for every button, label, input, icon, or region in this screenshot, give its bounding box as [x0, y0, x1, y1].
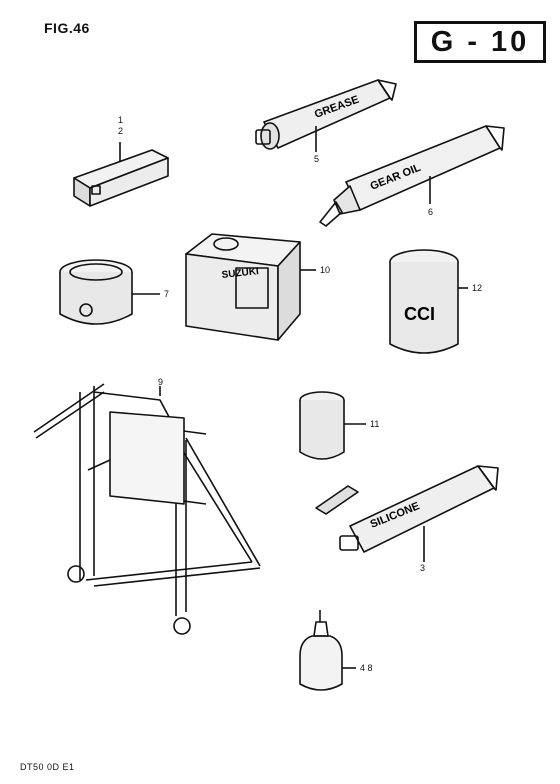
callout-5: 5	[314, 154, 320, 164]
callout-3: 3	[420, 563, 426, 573]
silicone-tube-icon	[315, 465, 499, 562]
small-can-icon	[299, 391, 366, 460]
callout-10: 10	[320, 265, 331, 275]
cci-can-icon	[389, 249, 468, 354]
callout-9: 9	[158, 377, 164, 387]
gear-oil-tube-icon	[319, 125, 505, 227]
callout-1: 1	[118, 115, 124, 125]
oil-bottle-icon	[299, 610, 356, 691]
figure-title: FIG.46	[44, 20, 90, 36]
block-part-icon	[73, 142, 169, 207]
callout-6: 6	[428, 207, 434, 217]
stand-icon	[33, 383, 261, 635]
callout-7: 7	[164, 289, 170, 299]
round-tin-icon	[59, 259, 160, 325]
callout-2: 2	[118, 126, 124, 136]
grease-tube-icon	[255, 79, 397, 152]
callout-11: 11	[370, 419, 380, 429]
callout-12: 12	[472, 283, 483, 293]
callout-4-8: 4 8	[360, 663, 373, 673]
oil-can-icon	[185, 233, 316, 341]
cci-label: CCI	[404, 304, 435, 324]
section-code-box: G - 10	[414, 21, 546, 63]
footer-code: DT50 0D E1	[20, 762, 75, 772]
suzuki-can-label: SUZUKI	[221, 266, 259, 281]
